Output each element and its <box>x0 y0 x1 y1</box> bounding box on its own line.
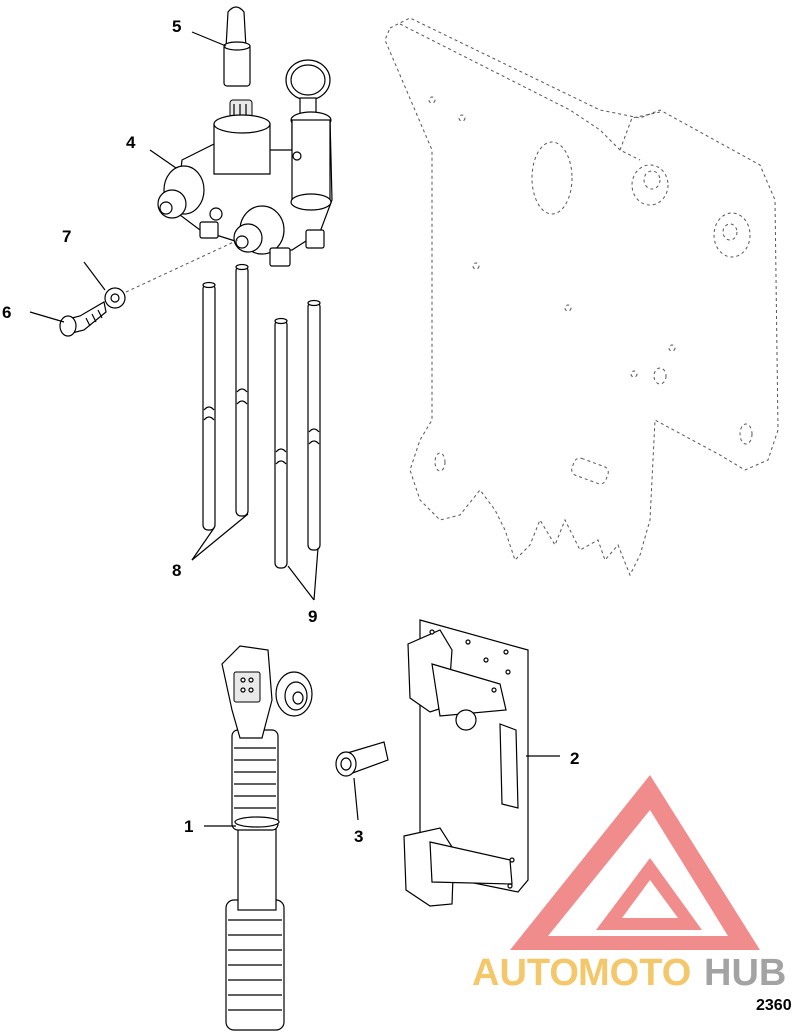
watermark-hub: HUB <box>704 952 786 994</box>
watermark-moto: MOTO <box>578 952 691 994</box>
callout-7: 7 <box>62 227 71 246</box>
leader-lines <box>29 31 560 827</box>
assembly-line <box>125 239 239 293</box>
part-6-bolt <box>59 301 107 337</box>
part-7-washer <box>104 287 126 309</box>
callout-3: 3 <box>354 827 363 846</box>
part-2-bracket <box>403 619 529 907</box>
watermark-auto: AUTO <box>472 952 579 994</box>
figure-number: 2360 <box>756 997 792 1014</box>
part-3-bolt <box>335 741 389 777</box>
callout-9: 9 <box>308 607 317 626</box>
callout-1: 1 <box>184 817 193 836</box>
watermark-logo: AUTO MOTO HUB <box>472 775 786 994</box>
part-4-valve-block <box>157 59 333 267</box>
callout-5: 5 <box>172 17 181 36</box>
callout-6: 6 <box>2 303 11 322</box>
part-9-hoses <box>274 299 321 569</box>
mounting-plate-outline <box>384 17 779 577</box>
part-5-cap <box>223 6 251 87</box>
part-8-hoses <box>202 263 249 531</box>
callout-8: 8 <box>172 561 181 580</box>
callout-4: 4 <box>126 133 136 152</box>
callout-2: 2 <box>570 749 579 768</box>
part-1-handle <box>221 645 313 1031</box>
